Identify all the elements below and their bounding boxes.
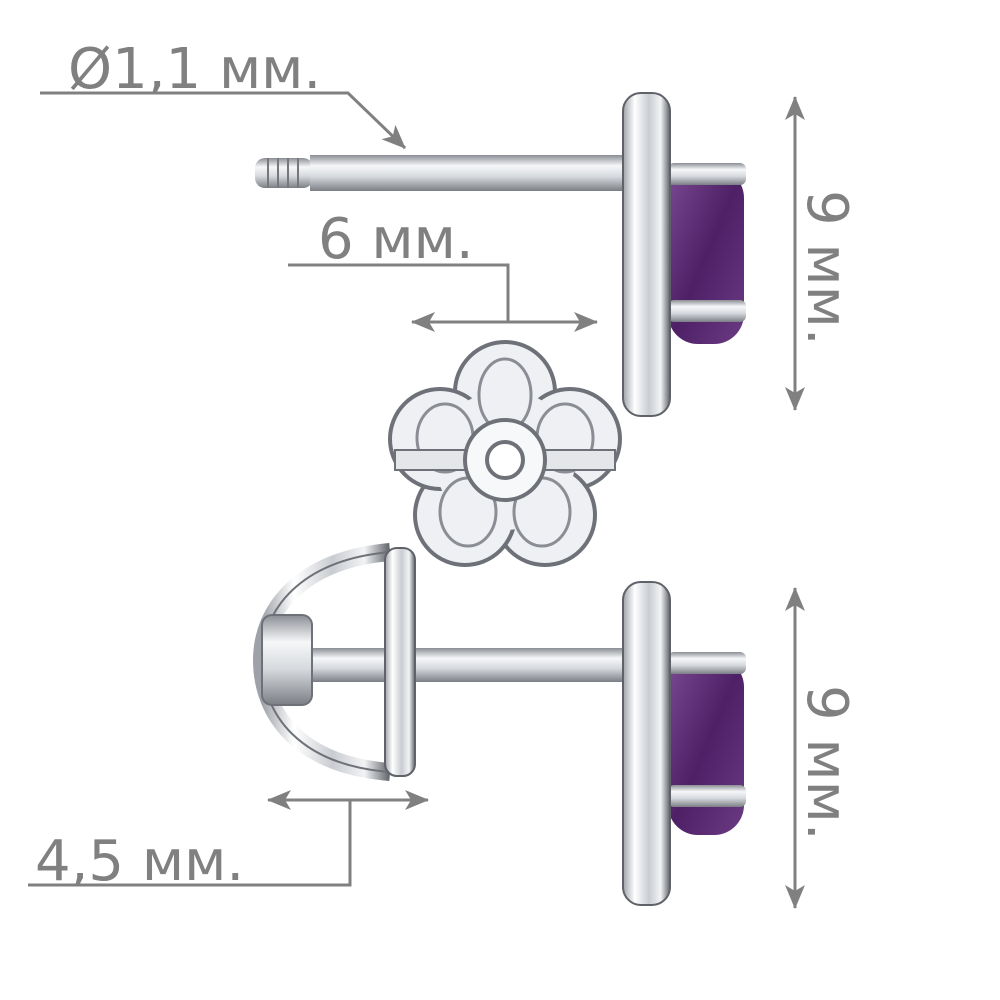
post-length-label: 6 мм. (318, 207, 474, 272)
back-depth-label: 4,5 мм. (35, 829, 244, 894)
post (310, 155, 628, 191)
dimension-diameter: Ø1,1 мм. (40, 37, 407, 150)
top-earring (255, 92, 746, 417)
screw-thread (255, 158, 313, 188)
setting-plate (622, 92, 671, 417)
dimension-height-top: 9 мм. (785, 96, 859, 411)
screw-back-clutch (252, 543, 416, 781)
dimension-back-depth: 4,5 мм. (28, 790, 429, 894)
bottom-earring (252, 543, 746, 906)
dimension-height-bottom: 9 мм. (785, 587, 859, 909)
dimension-post-length: 6 мм. (288, 207, 598, 332)
flower-butterfly-back (388, 340, 622, 567)
setting-plate (622, 581, 671, 906)
diameter-label: Ø1,1 мм. (68, 37, 321, 102)
prongs (668, 652, 746, 807)
height-top-label: 9 мм. (794, 190, 859, 346)
stone (668, 657, 744, 835)
post (300, 648, 628, 682)
height-bottom-label: 9 мм. (794, 685, 859, 841)
prongs (668, 163, 746, 322)
